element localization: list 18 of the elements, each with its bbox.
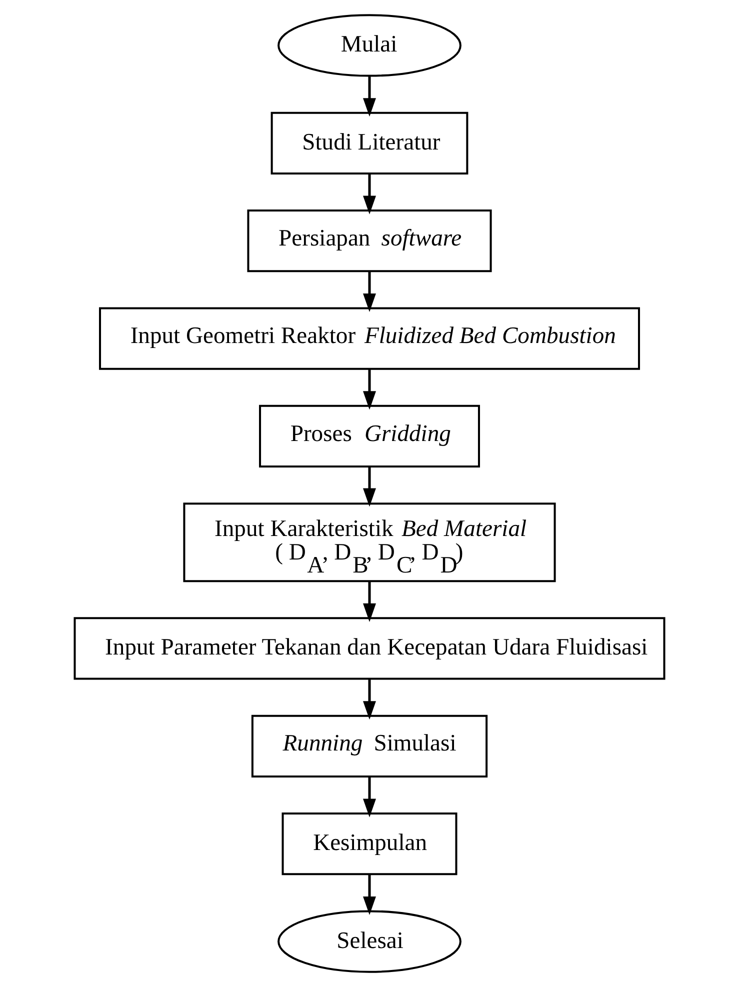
node-box: Input Parameter Tekanan dan Kecepatan Udara Fluidisasi — [73, 617, 665, 680]
arrow — [362, 776, 376, 818]
node-box: Kesimpulan — [281, 812, 457, 876]
arrow — [362, 874, 376, 916]
node-ellipse: Selesai — [277, 910, 461, 973]
arrow — [362, 467, 376, 507]
node-box: Proses Gridding — [258, 404, 480, 468]
arrow — [362, 174, 376, 214]
node-box: Running Simulasi — [250, 714, 488, 778]
node-ellipse: Mulai — [277, 14, 461, 77]
arrow — [362, 369, 376, 410]
node-box: Persiapan software — [246, 210, 492, 272]
arrow — [362, 581, 376, 622]
arrow — [362, 271, 376, 312]
arrow — [362, 76, 376, 117]
node-box: Input Geometri Reaktor Fluidized Bed Combustion — [98, 307, 640, 370]
arrow — [362, 678, 376, 720]
node-box: Studi Literatur — [270, 112, 468, 174]
